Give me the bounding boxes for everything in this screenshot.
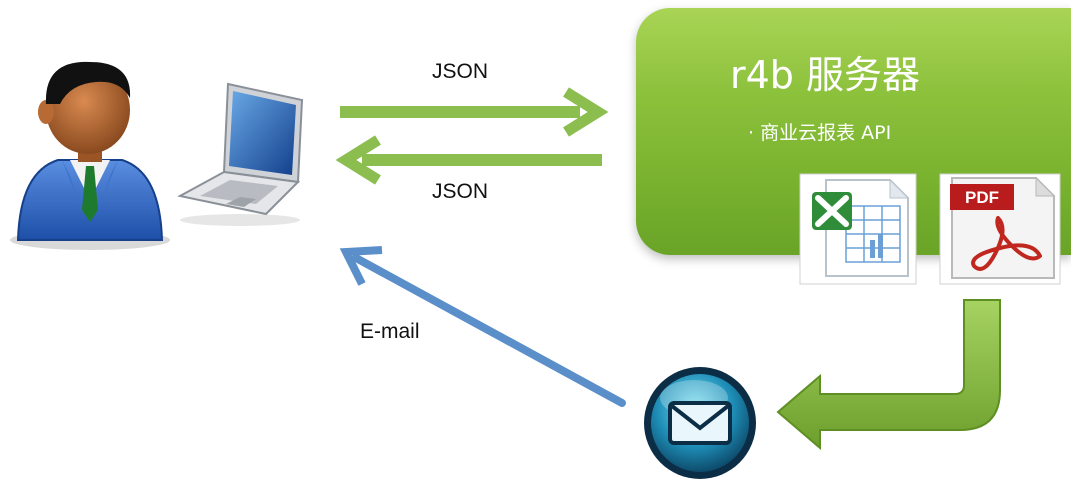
json-request-label: JSON: [432, 60, 489, 83]
json-request-arrow: [340, 87, 609, 137]
email-label: E-mail: [360, 320, 420, 343]
json-response-arrow: [335, 135, 602, 185]
server-subtitle: · 商业云报表 API: [748, 122, 892, 144]
server-title: r4b 服务器: [730, 53, 921, 97]
json-response-label: JSON: [432, 180, 489, 203]
email-arrow: [339, 246, 626, 407]
delivery-bent-arrow: [776, 299, 1001, 451]
